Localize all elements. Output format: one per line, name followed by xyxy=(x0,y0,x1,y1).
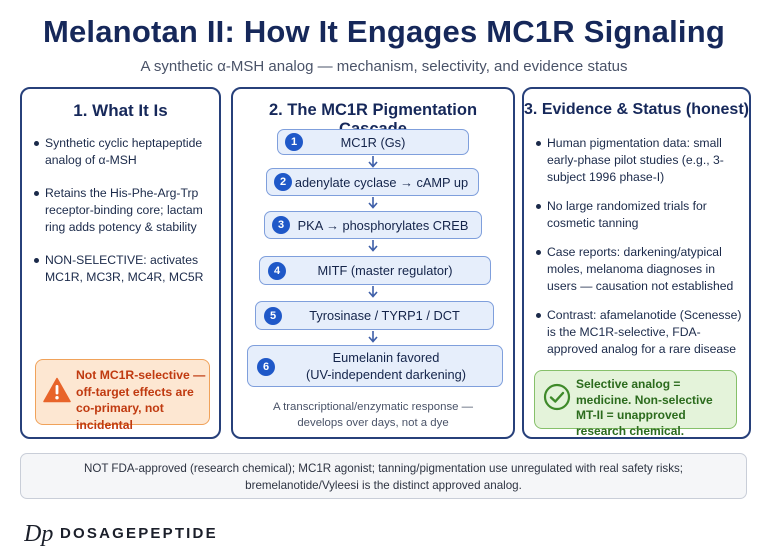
brand-mark-text: Dp xyxy=(24,521,53,547)
arrow-down-icon xyxy=(368,286,378,298)
footer-line: bremelanotide/Vyleesi is the distinct ap… xyxy=(245,479,522,492)
cascade-step: 2 adenylate cyclase → cAMP up xyxy=(266,168,479,196)
step-number-badge: 1 xyxy=(285,133,303,151)
warning-triangle-icon xyxy=(43,377,71,403)
bullet-list: Human pigmentation data: small early-pha… xyxy=(534,135,742,358)
step-label: MITF (master regulator) xyxy=(317,263,453,278)
warning-callout: Not MC1R-selective — off-target effects … xyxy=(35,359,210,432)
panel-title: 3. Evidence & Status (honest) xyxy=(524,101,749,118)
step-number-badge: 3 xyxy=(272,216,290,234)
cascade-step: 6 Eumelanin favored (UV-independent dark… xyxy=(247,345,503,387)
cascade-step: 3 PKA → phosphorylates CREB xyxy=(264,211,482,239)
bullet-item: Retains the His-Phe-Arg-Trp receptor-bin… xyxy=(32,185,217,236)
bullet-item: No large randomized trials for cosmetic … xyxy=(534,198,742,232)
cascade-note-line: A transcriptional/enzymatic response — xyxy=(272,401,474,413)
bullet-item: Case reports: darkening/atypical moles, … xyxy=(534,244,742,295)
step-number-badge: 6 xyxy=(257,358,275,376)
regulatory-footer: NOT FDA-approved (research chemical); MC… xyxy=(20,453,747,499)
cascade-note: A transcriptional/enzymatic response — d… xyxy=(233,399,513,431)
cascade-step: 4 MITF (master regulator) xyxy=(259,256,491,285)
footer-line: NOT FDA-approved (research chemical); MC… xyxy=(83,462,684,475)
panel-title: 1. What It Is xyxy=(73,101,168,120)
step-label: Eumelanin favored xyxy=(332,350,440,365)
cascade-note-line: develops over days, not a dye xyxy=(297,417,449,429)
footer-text: NOT FDA-approved (research chemical); MC… xyxy=(21,460,746,494)
page-subtitle: A synthetic α-MSH analog — mechanism, se… xyxy=(140,58,628,75)
medicine-callout: Selective analog = medicine. Non-selecti… xyxy=(534,370,737,438)
step-label: Tyrosinase / TYRP1 / DCT xyxy=(309,308,460,323)
step-number-badge: 4 xyxy=(268,262,286,280)
bullet-list: Synthetic cyclic heptapeptide analog of … xyxy=(32,135,217,302)
step-number-badge: 2 xyxy=(274,173,292,191)
step-label: adenylate cyclase → cAMP up xyxy=(294,175,469,190)
bullet-item: Synthetic cyclic heptapeptide analog of … xyxy=(32,135,217,169)
check-circle-icon xyxy=(543,383,571,411)
warning-text: Not MC1R-selective — off-target effects … xyxy=(76,368,206,432)
cascade-step: 1 MC1R (Gs) xyxy=(277,129,469,155)
page-title: Melanotan II: How It Engages MC1R Signal… xyxy=(42,14,726,49)
arrow-down-icon xyxy=(368,197,378,209)
arrow-down-icon xyxy=(368,156,378,168)
panel-what-it-is: 1. What It Is Synthetic cyclic heptapept… xyxy=(20,87,221,439)
step-label-secondary: (UV-independent darkening) xyxy=(305,367,467,382)
medicine-callout-text: Selective analog = medicine. Non-selecti… xyxy=(576,377,713,438)
bullet-item: NON-SELECTIVE: activates MC1R, MC3R, MC4… xyxy=(32,252,217,286)
step-label: PKA → phosphorylates CREB xyxy=(297,218,469,233)
panel-evidence-status: 3. Evidence & Status (honest) Human pigm… xyxy=(522,87,751,439)
step-label: MC1R (Gs) xyxy=(340,135,406,150)
arrow-down-icon xyxy=(368,331,378,343)
panel-mc1r-cascade: 2. The MC1R Pigmentation Cascade 1 MC1R … xyxy=(231,87,515,439)
bullet-item: Human pigmentation data: small early-pha… xyxy=(534,135,742,186)
brand-name: DOSAGEPEPTIDE xyxy=(60,525,218,542)
cascade-step: 5 Tyrosinase / TYRP1 / DCT xyxy=(255,301,494,330)
bullet-item: Contrast: afamelanotide (Scenesse) is th… xyxy=(534,307,742,358)
arrow-down-icon xyxy=(368,240,378,252)
brand-mark-icon: Dp xyxy=(24,521,53,547)
step-number-badge: 5 xyxy=(264,307,282,325)
